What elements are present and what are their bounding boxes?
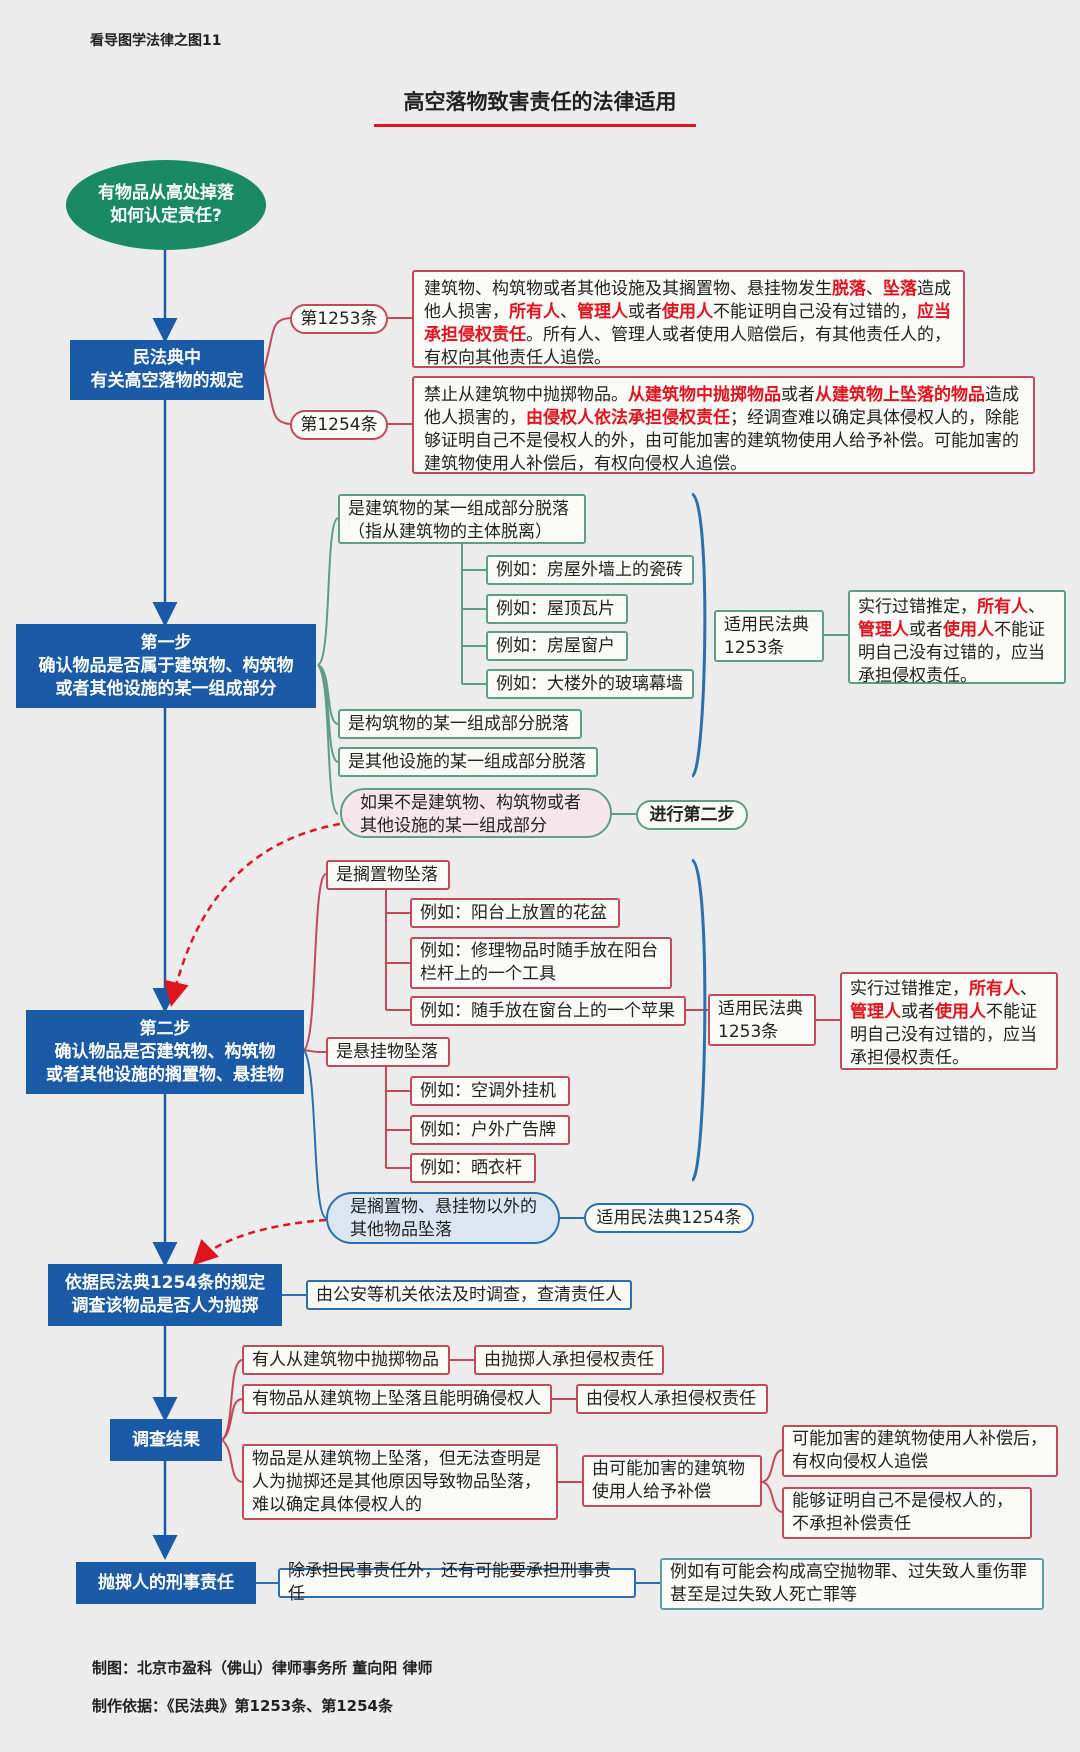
criminal-description: 除承担民事责任外，还有可能要承担刑事责任: [278, 1561, 636, 1604]
result-thrown: 有人从建筑物中抛掷物品: [242, 1345, 450, 1375]
step1-branch-facility: 是其他设施的某一组成部分脱落: [338, 747, 598, 777]
step1-result: 实行过错推定，所有人、管理人或者使用人不能证明自己没有过错的，应当承担侵权责任。: [848, 590, 1066, 686]
step1-branch-building: 是建筑物的某一组成部分脱落 （指从建筑物的主体脱离）: [338, 494, 586, 544]
step2-line2: 确认物品是否建筑物、构筑物: [54, 1041, 276, 1062]
step1-next-step: 进行第二步: [636, 800, 748, 830]
step1-title: 第一步: [140, 632, 192, 653]
step2-branch-placed: 是搁置物坠落: [326, 860, 450, 890]
step2-node: 第二步 确认物品是否建筑物、构筑物 或者其他设施的搁置物、悬挂物: [26, 1010, 304, 1094]
investigate-action: 由公安等机关依法及时调查，查清责任人: [306, 1280, 632, 1310]
result-compensation-recovery: 可能加害的建筑物使用人补偿后，有权向侵权人追偿: [782, 1425, 1058, 1477]
start-line2: 如何认定责任?: [110, 206, 222, 226]
step2-result: 实行过错推定，所有人、管理人或者使用人不能证明自己没有过错的，应当承担侵权责任。: [840, 972, 1058, 1070]
step2-apply-1254: 适用民法典1254条: [584, 1203, 754, 1233]
result-unknown: 物品是从建筑物上坠落，但无法查明是人为抛掷还是其他原因导致物品坠落，难以确定具体…: [242, 1444, 558, 1520]
step2-example-tool: 例如：修理物品时随手放在阳台栏杆上的一个工具: [410, 937, 672, 989]
step1-line3: 或者其他设施的某一组成部分: [55, 678, 277, 699]
step1-node: 第一步 确认物品是否属于建筑物、构筑物 或者其他设施的某一组成部分: [16, 624, 316, 708]
result-thrown-liability: 由抛掷人承担侵权责任: [474, 1345, 664, 1375]
art1253-label: 第1253条: [290, 304, 388, 334]
footer-maker: 制图：北京市盈科（佛山）律师事务所 董向阳 律师: [92, 1659, 433, 1677]
step2-title: 第二步: [139, 1018, 191, 1039]
investigate-node: 依据民法典1254条的规定 调查该物品是否人为抛掷: [48, 1264, 282, 1326]
art1253-text: 建筑物、构筑物或者其他设施及其搁置物、悬挂物发生脱落、坠落造成他人损害，所有人、…: [412, 270, 965, 368]
step1-example-roof: 例如：屋顶瓦片: [486, 594, 628, 624]
result-compensation-exempt: 能够证明自己不是侵权人的，不承担补偿责任: [782, 1487, 1032, 1539]
step2-line3: 或者其他设施的搁置物、悬挂物: [46, 1064, 284, 1085]
step2-example-billboard: 例如：户外广告牌: [410, 1115, 570, 1145]
results-node: 调查结果: [110, 1419, 222, 1461]
art1254-label: 第1254条: [290, 410, 388, 440]
criminal-node: 抛掷人的刑事责任: [76, 1562, 256, 1604]
result-fell-known: 有物品从建筑物上坠落且能明确侵权人: [242, 1384, 552, 1414]
step2-example-apple: 例如：随手放在窗台上的一个苹果: [410, 996, 686, 1026]
step2-example-flowerpot: 例如：阳台上放置的花盆: [410, 898, 620, 928]
title-underline: [374, 124, 696, 127]
step1-example-tile: 例如：房屋外墙上的瓷砖: [486, 555, 694, 585]
criminal-examples: 例如有可能会构成高空抛物罪、过失致人重伤罪甚至是过失致人死亡罪等: [660, 1558, 1044, 1610]
art1254-text: 禁止从建筑物中抛掷物品。从建筑物中抛掷物品或者从建筑物上坠落的物品造成他人损害的…: [412, 376, 1035, 474]
civil-code-title1: 民法典中: [133, 348, 201, 368]
series-label: 看导图学法律之图11: [90, 33, 222, 49]
start-question: 有物品从高处掉落 如何认定责任?: [66, 160, 266, 250]
step2-example-ac: 例如：空调外挂机: [410, 1076, 570, 1106]
step1-apply-1253: 适用民法典 1253条: [714, 610, 824, 662]
step1-example-glass: 例如：大楼外的玻璃幕墙: [486, 669, 694, 699]
page-title: 高空落物致害责任的法律适用: [403, 90, 677, 114]
step2-example-pole: 例如：晒衣杆: [410, 1153, 536, 1183]
footer-basis: 制作依据：《民法典》第1253条、第1254条: [92, 1697, 393, 1715]
step1-example-window: 例如：房屋窗户: [486, 631, 628, 661]
step2-branch-hung: 是悬挂物坠落: [326, 1037, 450, 1067]
civil-code-title2: 有关高空落物的规定: [90, 371, 244, 391]
step2-branch-other: 是搁置物、悬挂物以外的 其他物品坠落: [326, 1192, 560, 1244]
start-line1: 有物品从高处掉落: [98, 183, 234, 203]
step2-apply-1253: 适用民法典 1253条: [708, 994, 816, 1046]
result-fell-known-liability: 由侵权人承担侵权责任: [576, 1384, 768, 1414]
step1-branch-not: 如果不是建筑物、构筑物或者 其他设施的某一组成部分: [340, 788, 612, 838]
civil-code-node: 民法典中 有关高空落物的规定: [70, 340, 264, 400]
step1-line2: 确认物品是否属于建筑物、构筑物: [38, 655, 294, 676]
result-unknown-compensation: 由可能加害的建筑物使用人给予补偿: [582, 1455, 762, 1507]
step1-branch-structure: 是构筑物的某一组成部分脱落: [338, 709, 582, 739]
